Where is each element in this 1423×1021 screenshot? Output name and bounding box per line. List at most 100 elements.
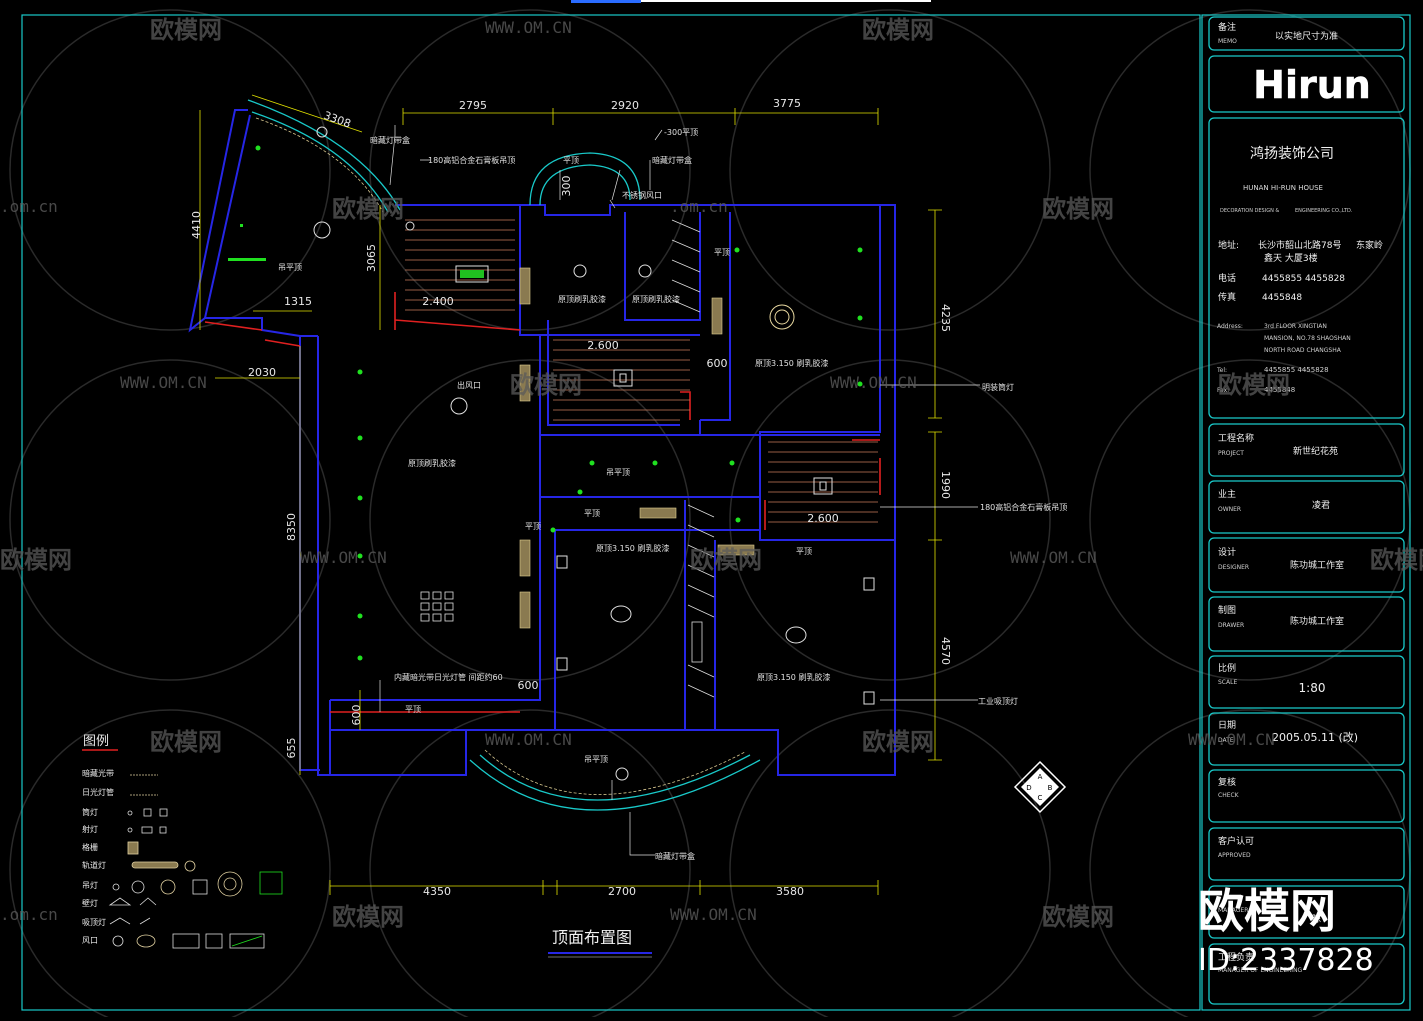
legend-item-6: 轨道灯 (82, 860, 106, 870)
watermark-6: 欧模网 (1218, 371, 1290, 399)
note-24: 平顶 (405, 705, 421, 714)
note-1: 暗藏灯带盒 (370, 135, 410, 145)
note-16: 180高铝合金石膏板吊顶 (980, 502, 1067, 512)
dim-top-3: 3775 (773, 97, 801, 110)
en-address-line-3: NORTH ROAD CHANGSHA (1264, 347, 1342, 354)
note-9: 原顶刷乳胶漆 (632, 294, 680, 304)
legend-item-7: 吊灯 (82, 880, 98, 890)
tail-value: 陈 (1312, 913, 1321, 925)
watermark-url-5: WWW.OM.CN (830, 373, 917, 392)
legend-item-5: 格栅 (82, 842, 98, 852)
en-address-line-1: 3rd FLOOR XINGTIAN (1264, 323, 1327, 330)
watermark-2: 欧模网 (862, 16, 934, 44)
watermark-url-4: WWW.OM.CN (120, 373, 207, 392)
title-block-cells (1208, 16, 1405, 1005)
watermark-url-7: WWW.OM.CN (1010, 548, 1097, 567)
row-drawer-value: 陈功城工作室 (1290, 615, 1344, 627)
row-check-sub: CHECK (1218, 792, 1240, 799)
watermark-12: 欧模网 (332, 903, 404, 931)
dim-right-1: 4235 (939, 304, 952, 332)
address-value-1: 长沙市韶山北路78号 (1258, 239, 1341, 251)
note-22: 工业吸顶灯 (978, 696, 1018, 706)
company-name-cn: 鸿扬装饰公司 (1250, 145, 1334, 162)
row-designer-value: 陈功城工作室 (1290, 559, 1344, 571)
row-drawer-sub: DRAWER (1218, 622, 1244, 629)
dim-left-3: 1315 (284, 295, 312, 308)
compass-symbol: A B C D (1013, 760, 1067, 814)
note-6: 平顶 (563, 156, 579, 165)
row-check-label: 复核 (1218, 776, 1236, 788)
note-15: 原顶刷乳胶漆 (408, 458, 456, 468)
en-address-label: Address: (1217, 323, 1243, 330)
watermark-url-1: WWW.OM.CN (485, 18, 572, 37)
en-tel-value: 4455855 4455828 (1264, 366, 1329, 374)
top-selection-bar (571, 0, 641, 3)
row-scale-label: 比例 (1218, 662, 1236, 674)
company-name-en2b: ENGINEERING CO.,LTD. (1295, 208, 1353, 214)
compass-b: B (1048, 784, 1053, 792)
watermark-url-9: WWW.OM.CN (1188, 730, 1275, 749)
watermark-8: 欧模网 (690, 546, 762, 574)
row-designer-label: 设计 (1218, 546, 1236, 558)
company-logo: Hirun (1253, 63, 1371, 107)
compass-c: C (1038, 794, 1043, 802)
row-owner-value: 凌君 (1312, 499, 1330, 511)
note-5: 不锈钢风口 (622, 190, 662, 200)
level-2: 2.600 (587, 339, 619, 352)
watermark-big-brand: 欧模网 (1198, 884, 1336, 938)
row-manager-label: 工程负责 (1218, 951, 1254, 963)
level-1: 2.400 (422, 295, 454, 308)
fax-value: 4455848 (1262, 293, 1302, 303)
note-25: 吊平顶 (584, 755, 608, 764)
note-3: 暗藏灯带盒 (652, 155, 692, 165)
watermark-url-10: .om.cn (0, 905, 58, 924)
tel-value: 4455855 4455828 (1262, 274, 1345, 284)
watermark-id: ID:2337828 (1198, 943, 1374, 978)
note-17: 平顶 (584, 509, 600, 518)
row-drawer-label: 制图 (1218, 604, 1236, 616)
dim-bottom-2: 2700 (608, 885, 636, 898)
annotations: 暗藏灯带盒 180高铝合金石膏板吊顶 暗藏灯带盒 -300平顶 不锈钢风口 平顶… (278, 128, 1067, 861)
drawing-frame (21, 14, 1201, 1011)
en-fax-value: 4455848 (1264, 386, 1295, 394)
dim-top-1: 2795 (459, 99, 487, 112)
note-12: 原顶3.150 刷乳胶漆 (755, 358, 828, 368)
en-tel-label: Tel: (1216, 367, 1227, 374)
row-owner-sub: OWNER (1218, 506, 1241, 513)
hatched-ceiling-areas (405, 219, 878, 523)
row-approved-label: 客户认可 (1218, 835, 1254, 847)
note-10: 明装筒灯 (982, 382, 1014, 392)
dim-left-2: 3065 (365, 244, 378, 272)
watermark-url-11: WWW.OM.CN (670, 905, 757, 924)
row-date-value: 2005.05.11 (改) (1272, 730, 1358, 744)
legend-title: 图例 (83, 734, 109, 749)
note-2: 180高铝合金石膏板吊顶 (428, 155, 515, 165)
bay-windows (247, 99, 761, 811)
level-6: 300 (560, 176, 573, 197)
level-3: 2.600 (807, 512, 839, 525)
watermark-10: 欧模网 (150, 728, 222, 756)
grille-light (420, 591, 454, 622)
watermark-url-2: .om.cn (0, 197, 58, 216)
legend-item-4: 射灯 (82, 824, 98, 834)
watermark-13: 欧模网 (1042, 903, 1114, 931)
dim-right-3: 4570 (939, 637, 952, 665)
legend-item-9: 吸顶灯 (82, 917, 106, 927)
fax-label: 传真 (1218, 291, 1236, 303)
memo-sub: MEMO (1218, 38, 1237, 45)
watermark-badge: 欧模网 ID:2337828 (1198, 884, 1374, 978)
memo-label: 备注 (1218, 21, 1236, 33)
curtain-boxes (519, 267, 755, 629)
note-18: 平顶 (525, 522, 541, 531)
address-value-1b: 东家岭 (1356, 239, 1383, 251)
dim-left-5: 8350 (285, 513, 298, 541)
row-date-label: 日期 (1218, 720, 1236, 731)
level-4: 600 (707, 357, 728, 370)
note-23: 内藏暗光带日光灯管 间距约60 (394, 672, 503, 682)
watermark-url-6: WWW.OM.CN (300, 548, 387, 567)
dim-left-6: 655 (285, 738, 298, 759)
legend-item-10: 风口 (82, 936, 98, 945)
note-21: 原顶3.150 刷乳胶漆 (757, 672, 830, 682)
row-manager-sub: MANAGER OF ENGINEERING (1218, 967, 1303, 974)
